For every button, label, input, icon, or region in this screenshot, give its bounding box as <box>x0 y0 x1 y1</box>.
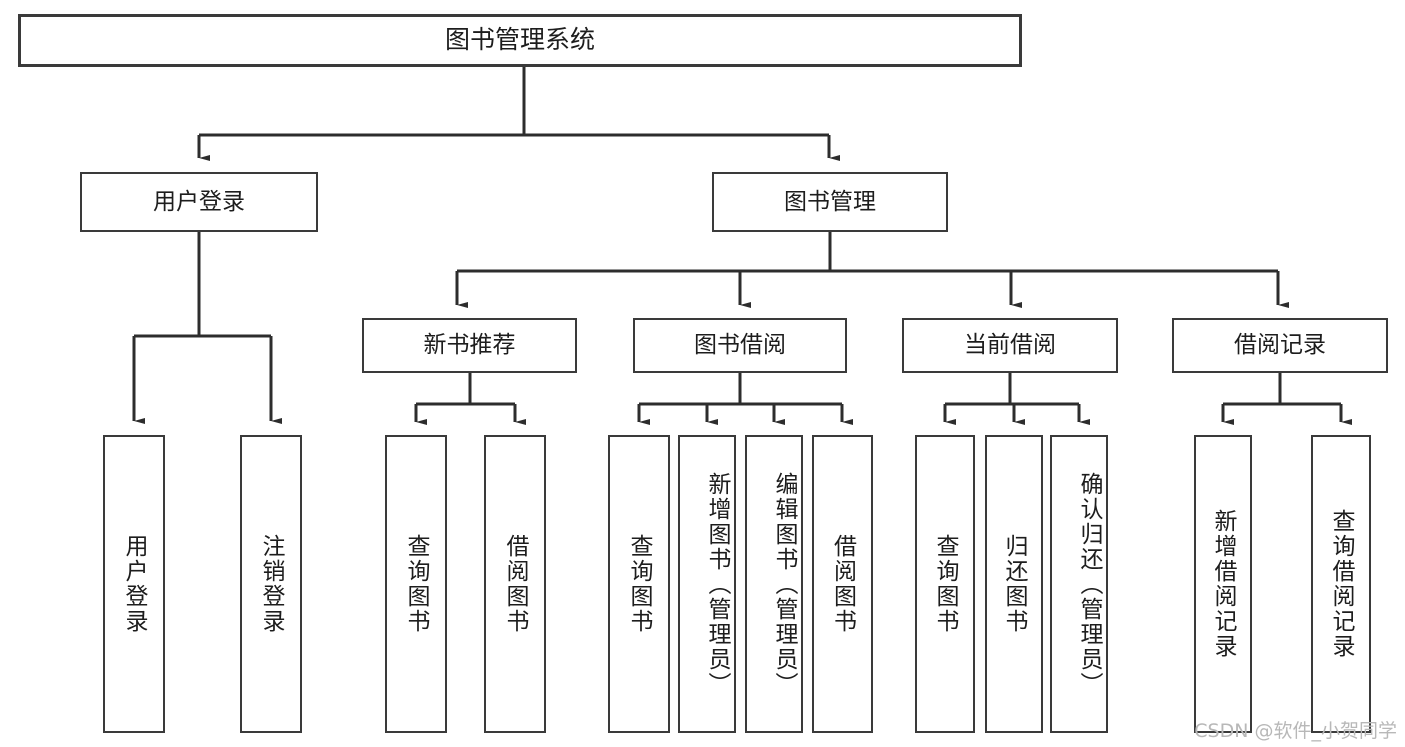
leaf-add-record[interactable]: 新增借阅记录 <box>1194 435 1252 733</box>
leaf-logout[interactable]: 注销登录 <box>240 435 302 733</box>
node-book-borrow[interactable]: 图书借阅 <box>633 318 847 373</box>
leaf-user-login[interactable]: 用户登录 <box>103 435 165 733</box>
node-root[interactable]: 图书管理系统 <box>18 14 1022 67</box>
leaf-query-book-c[interactable]: 查询图书 <box>915 435 975 733</box>
leaf-confirm-return[interactable]: 确认归还（管理员） <box>1050 435 1108 733</box>
node-book-manage[interactable]: 图书管理 <box>712 172 948 232</box>
leaf-query-record[interactable]: 查询借阅记录 <box>1311 435 1371 733</box>
node-current-borrow[interactable]: 当前借阅 <box>902 318 1118 373</box>
leaf-return-book[interactable]: 归还图书 <box>985 435 1043 733</box>
node-borrow-record[interactable]: 借阅记录 <box>1172 318 1388 373</box>
leaf-query-book-b[interactable]: 查询图书 <box>608 435 670 733</box>
node-new-book-recommend[interactable]: 新书推荐 <box>362 318 577 373</box>
leaf-borrow-book-b[interactable]: 借阅图书 <box>812 435 873 733</box>
leaf-edit-book[interactable]: 编辑图书（管理员） <box>745 435 803 733</box>
leaf-add-book[interactable]: 新增图书（管理员） <box>678 435 736 733</box>
leaf-query-book-a[interactable]: 查询图书 <box>385 435 447 733</box>
node-user-login[interactable]: 用户登录 <box>80 172 318 232</box>
leaf-borrow-book-a[interactable]: 借阅图书 <box>484 435 546 733</box>
